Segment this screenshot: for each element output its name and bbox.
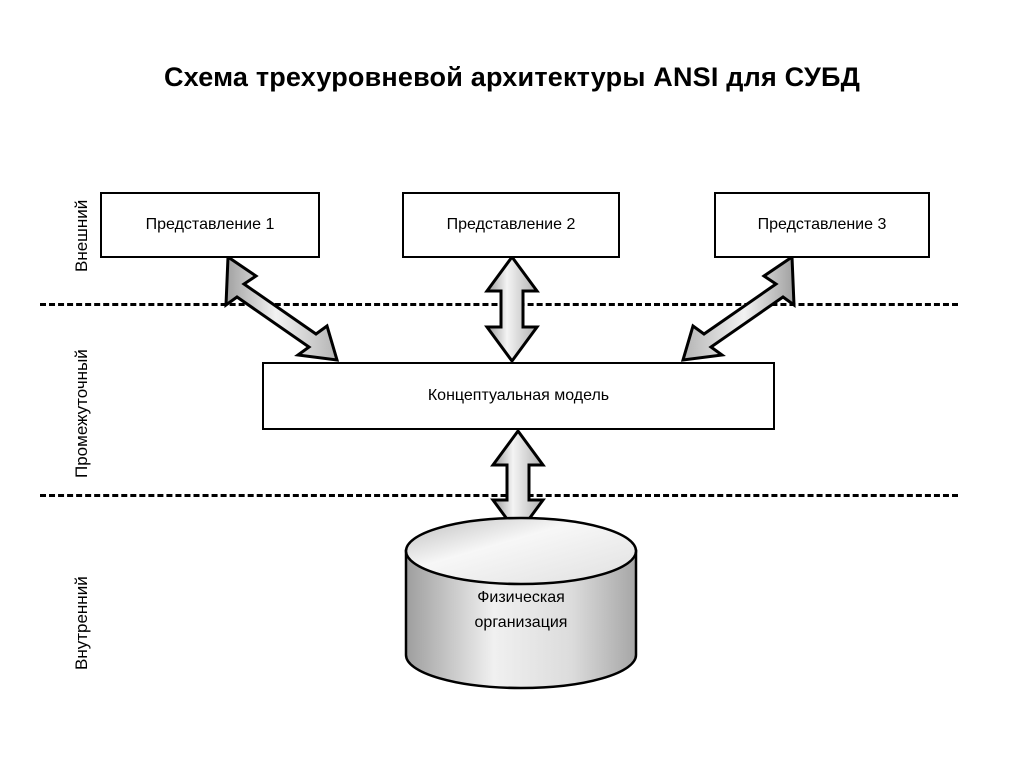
level-label-internal: Внутренний <box>72 576 91 670</box>
connector-view2-to-conceptual <box>484 254 540 364</box>
box-view-1-label: Представление 1 <box>145 216 275 233</box>
level-label-intermediate: Промежуточный <box>72 349 91 478</box>
page-title: Схема трехуровневой архитектуры ANSI для… <box>163 62 861 92</box>
box-view-2-label: Представление 2 <box>446 216 576 233</box>
connector-view1-to-conceptual <box>224 254 340 362</box>
box-view-2[interactable]: Представление 2 <box>402 192 620 258</box>
connector-conceptual-to-physical <box>490 428 546 537</box>
box-view-3[interactable]: Представление 3 <box>714 192 930 258</box>
box-conceptual-model[interactable]: Концептуальная модель <box>262 362 775 430</box>
physical-storage-line-1: Физическая <box>477 589 565 606</box>
physical-storage-label: Физическая организация <box>406 585 636 635</box>
separator-intermediate-internal <box>40 494 958 497</box>
box-conceptual-model-label: Концептуальная модель <box>427 387 610 404</box>
level-label-external: Внешний <box>72 199 91 272</box>
box-view-1[interactable]: Представление 1 <box>100 192 320 258</box>
physical-storage-line-2: организация <box>474 614 568 631</box>
separator-external-intermediate <box>40 303 958 306</box>
connector-view3-to-conceptual <box>680 254 796 362</box>
box-view-3-label: Представление 3 <box>757 216 887 233</box>
